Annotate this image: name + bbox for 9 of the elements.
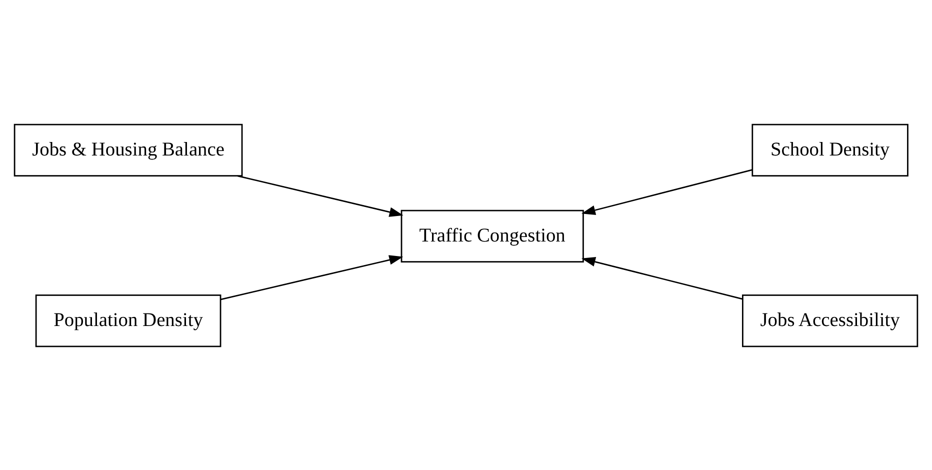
node-box: Population Density — [35, 294, 222, 347]
arrow — [581, 168, 752, 214]
node-box: Jobs & Housing Balance — [14, 123, 243, 176]
node-box: School Density — [752, 123, 908, 176]
arrow — [581, 256, 742, 300]
arrow — [220, 254, 404, 300]
node-box: Jobs Accessibility — [742, 294, 918, 347]
arrow — [237, 174, 404, 216]
node-box: Traffic Congestion — [400, 209, 584, 262]
